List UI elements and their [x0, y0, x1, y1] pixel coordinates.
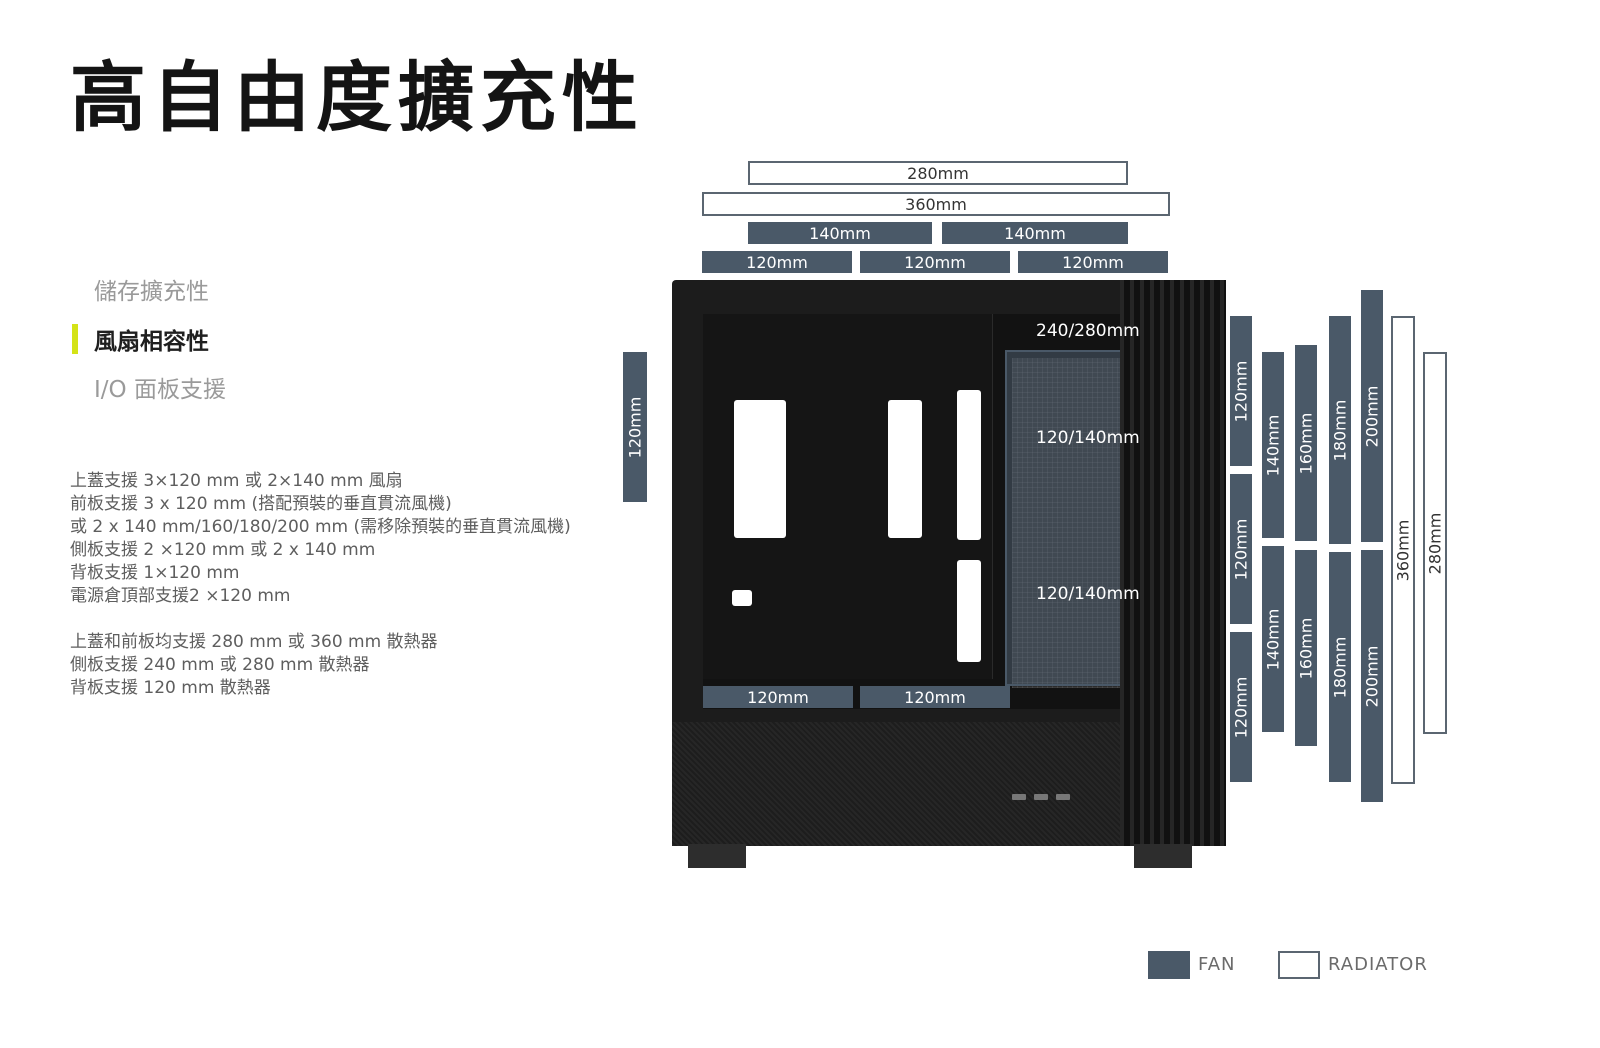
page-title: 高自由度擴充性 — [70, 53, 644, 142]
spec-line: 前板支援 3 x 120 mm (搭配預裝的垂直貫流風機) — [70, 494, 452, 514]
bottom-fan-120: 120mm — [703, 686, 853, 708]
front-fan-140: 140mm — [1262, 546, 1284, 732]
bar-label: 160mm — [1296, 617, 1316, 679]
usb-port — [1056, 794, 1070, 800]
front-fan-200: 200mm — [1361, 550, 1383, 802]
front-fan-200: 200mm — [1361, 290, 1383, 542]
front-vertical-slats — [1120, 280, 1226, 846]
bar-label: 200mm — [1362, 645, 1382, 707]
spec-list: 上蓋支援 3×120 mm 或 2×140 mm 風扇 前板支援 3 x 120… — [70, 470, 571, 700]
bar-label: 120mm — [1062, 252, 1124, 272]
tab-fan-compatibility[interactable]: 風扇相容性 — [72, 322, 209, 356]
top-radiator-360: 360mm — [702, 192, 1170, 216]
bar-label: 120mm — [1231, 676, 1251, 738]
tab-label: 風扇相容性 — [94, 329, 209, 355]
tab-storage[interactable]: 儲存擴充性 — [72, 272, 209, 306]
cable-cutout — [957, 560, 981, 662]
bottom-fan-120: 120mm — [860, 686, 1010, 708]
top-radiator-280: 280mm — [748, 161, 1128, 185]
legend-radiator-swatch — [1278, 951, 1320, 979]
cable-cutout — [888, 400, 922, 538]
spec-line: 或 2 x 140 mm/160/180/200 mm (需移除預裝的垂直貫流風… — [70, 517, 571, 537]
usb-port — [1034, 794, 1048, 800]
front-fan-120: 120mm — [1230, 316, 1252, 466]
bar-label: 120mm — [747, 687, 809, 707]
legend-fan-swatch — [1148, 951, 1190, 979]
tab-io-panel[interactable]: I/O 面板支援 — [72, 370, 226, 404]
top-fan-120: 120mm — [1018, 251, 1168, 273]
bar-label: 140mm — [809, 223, 871, 243]
cable-cutout — [734, 400, 786, 538]
spec-line: 上蓋和前板均支援 280 mm 或 360 mm 散熱器 — [70, 632, 438, 652]
top-fan-140: 140mm — [942, 222, 1128, 244]
cable-cutout — [957, 390, 981, 540]
bar-label: 120mm — [904, 687, 966, 707]
tab-label: 儲存擴充性 — [94, 279, 209, 305]
bar-label: 360mm — [905, 194, 967, 214]
spec-line: 背板支援 1×120 mm — [70, 563, 240, 583]
pc-case — [672, 280, 1226, 868]
bar-label: 280mm — [1425, 512, 1445, 574]
bar-label: 120mm — [746, 252, 808, 272]
spec-line: 電源倉頂部支援2 ×120 mm — [70, 586, 291, 606]
spec-line: 上蓋支援 3×120 mm 或 2×140 mm 風扇 — [70, 471, 403, 491]
bar-label: 140mm — [1263, 608, 1283, 670]
rear-fan-120: 120mm — [623, 352, 647, 502]
top-fan-120: 120mm — [702, 251, 852, 273]
side-fan-label: 120/140mm — [1036, 584, 1140, 604]
top-fan-140: 140mm — [748, 222, 932, 244]
bar-label: 140mm — [1263, 414, 1283, 476]
bar-label: 160mm — [1296, 412, 1316, 474]
bar-label: 120mm — [904, 252, 966, 272]
front-fan-180: 180mm — [1329, 552, 1351, 782]
bar-label: 120mm — [1231, 518, 1251, 580]
bar-label: 280mm — [907, 163, 969, 183]
case-foot — [1134, 844, 1192, 868]
legend-fan-label: FAN — [1198, 954, 1236, 975]
psu-shroud — [672, 722, 1122, 846]
front-fan-120: 120mm — [1230, 632, 1252, 782]
front-fan-180: 180mm — [1329, 316, 1351, 544]
spec-line: 側板支援 240 mm 或 280 mm 散熱器 — [70, 655, 370, 675]
front-fan-120: 120mm — [1230, 474, 1252, 624]
case-foot — [688, 844, 746, 868]
cable-cutout — [732, 590, 752, 606]
top-fan-120: 120mm — [860, 251, 1010, 273]
bar-label: 200mm — [1362, 385, 1382, 447]
legend-radiator-label: RADIATOR — [1328, 954, 1428, 975]
fan-spec-group: 上蓋支援 3×120 mm 或 2×140 mm 風扇 前板支援 3 x 120… — [70, 470, 571, 608]
active-marker — [72, 324, 78, 354]
side-radiator-label: 240/280mm — [1036, 321, 1140, 341]
front-radiator-360: 360mm — [1391, 316, 1415, 784]
side-fan-label: 120/140mm — [1036, 428, 1140, 448]
bar-label: 120mm — [1231, 360, 1251, 422]
bar-label: 360mm — [1393, 519, 1413, 581]
radiator-spec-group: 上蓋和前板均支援 280 mm 或 360 mm 散熱器 側板支援 240 mm… — [70, 631, 571, 700]
bar-label: 120mm — [625, 396, 645, 458]
front-radiator-280: 280mm — [1423, 352, 1447, 734]
usb-port — [1012, 794, 1026, 800]
tab-label: I/O 面板支援 — [94, 377, 226, 403]
front-fan-160: 160mm — [1295, 550, 1317, 746]
bar-label: 140mm — [1004, 223, 1066, 243]
spec-line: 側板支援 2 ×120 mm 或 2 x 140 mm — [70, 540, 376, 560]
spec-line: 背板支援 120 mm 散熱器 — [70, 678, 271, 698]
bar-label: 180mm — [1330, 399, 1350, 461]
front-fan-140: 140mm — [1262, 352, 1284, 538]
bar-label: 180mm — [1330, 636, 1350, 698]
front-fan-160: 160mm — [1295, 345, 1317, 541]
